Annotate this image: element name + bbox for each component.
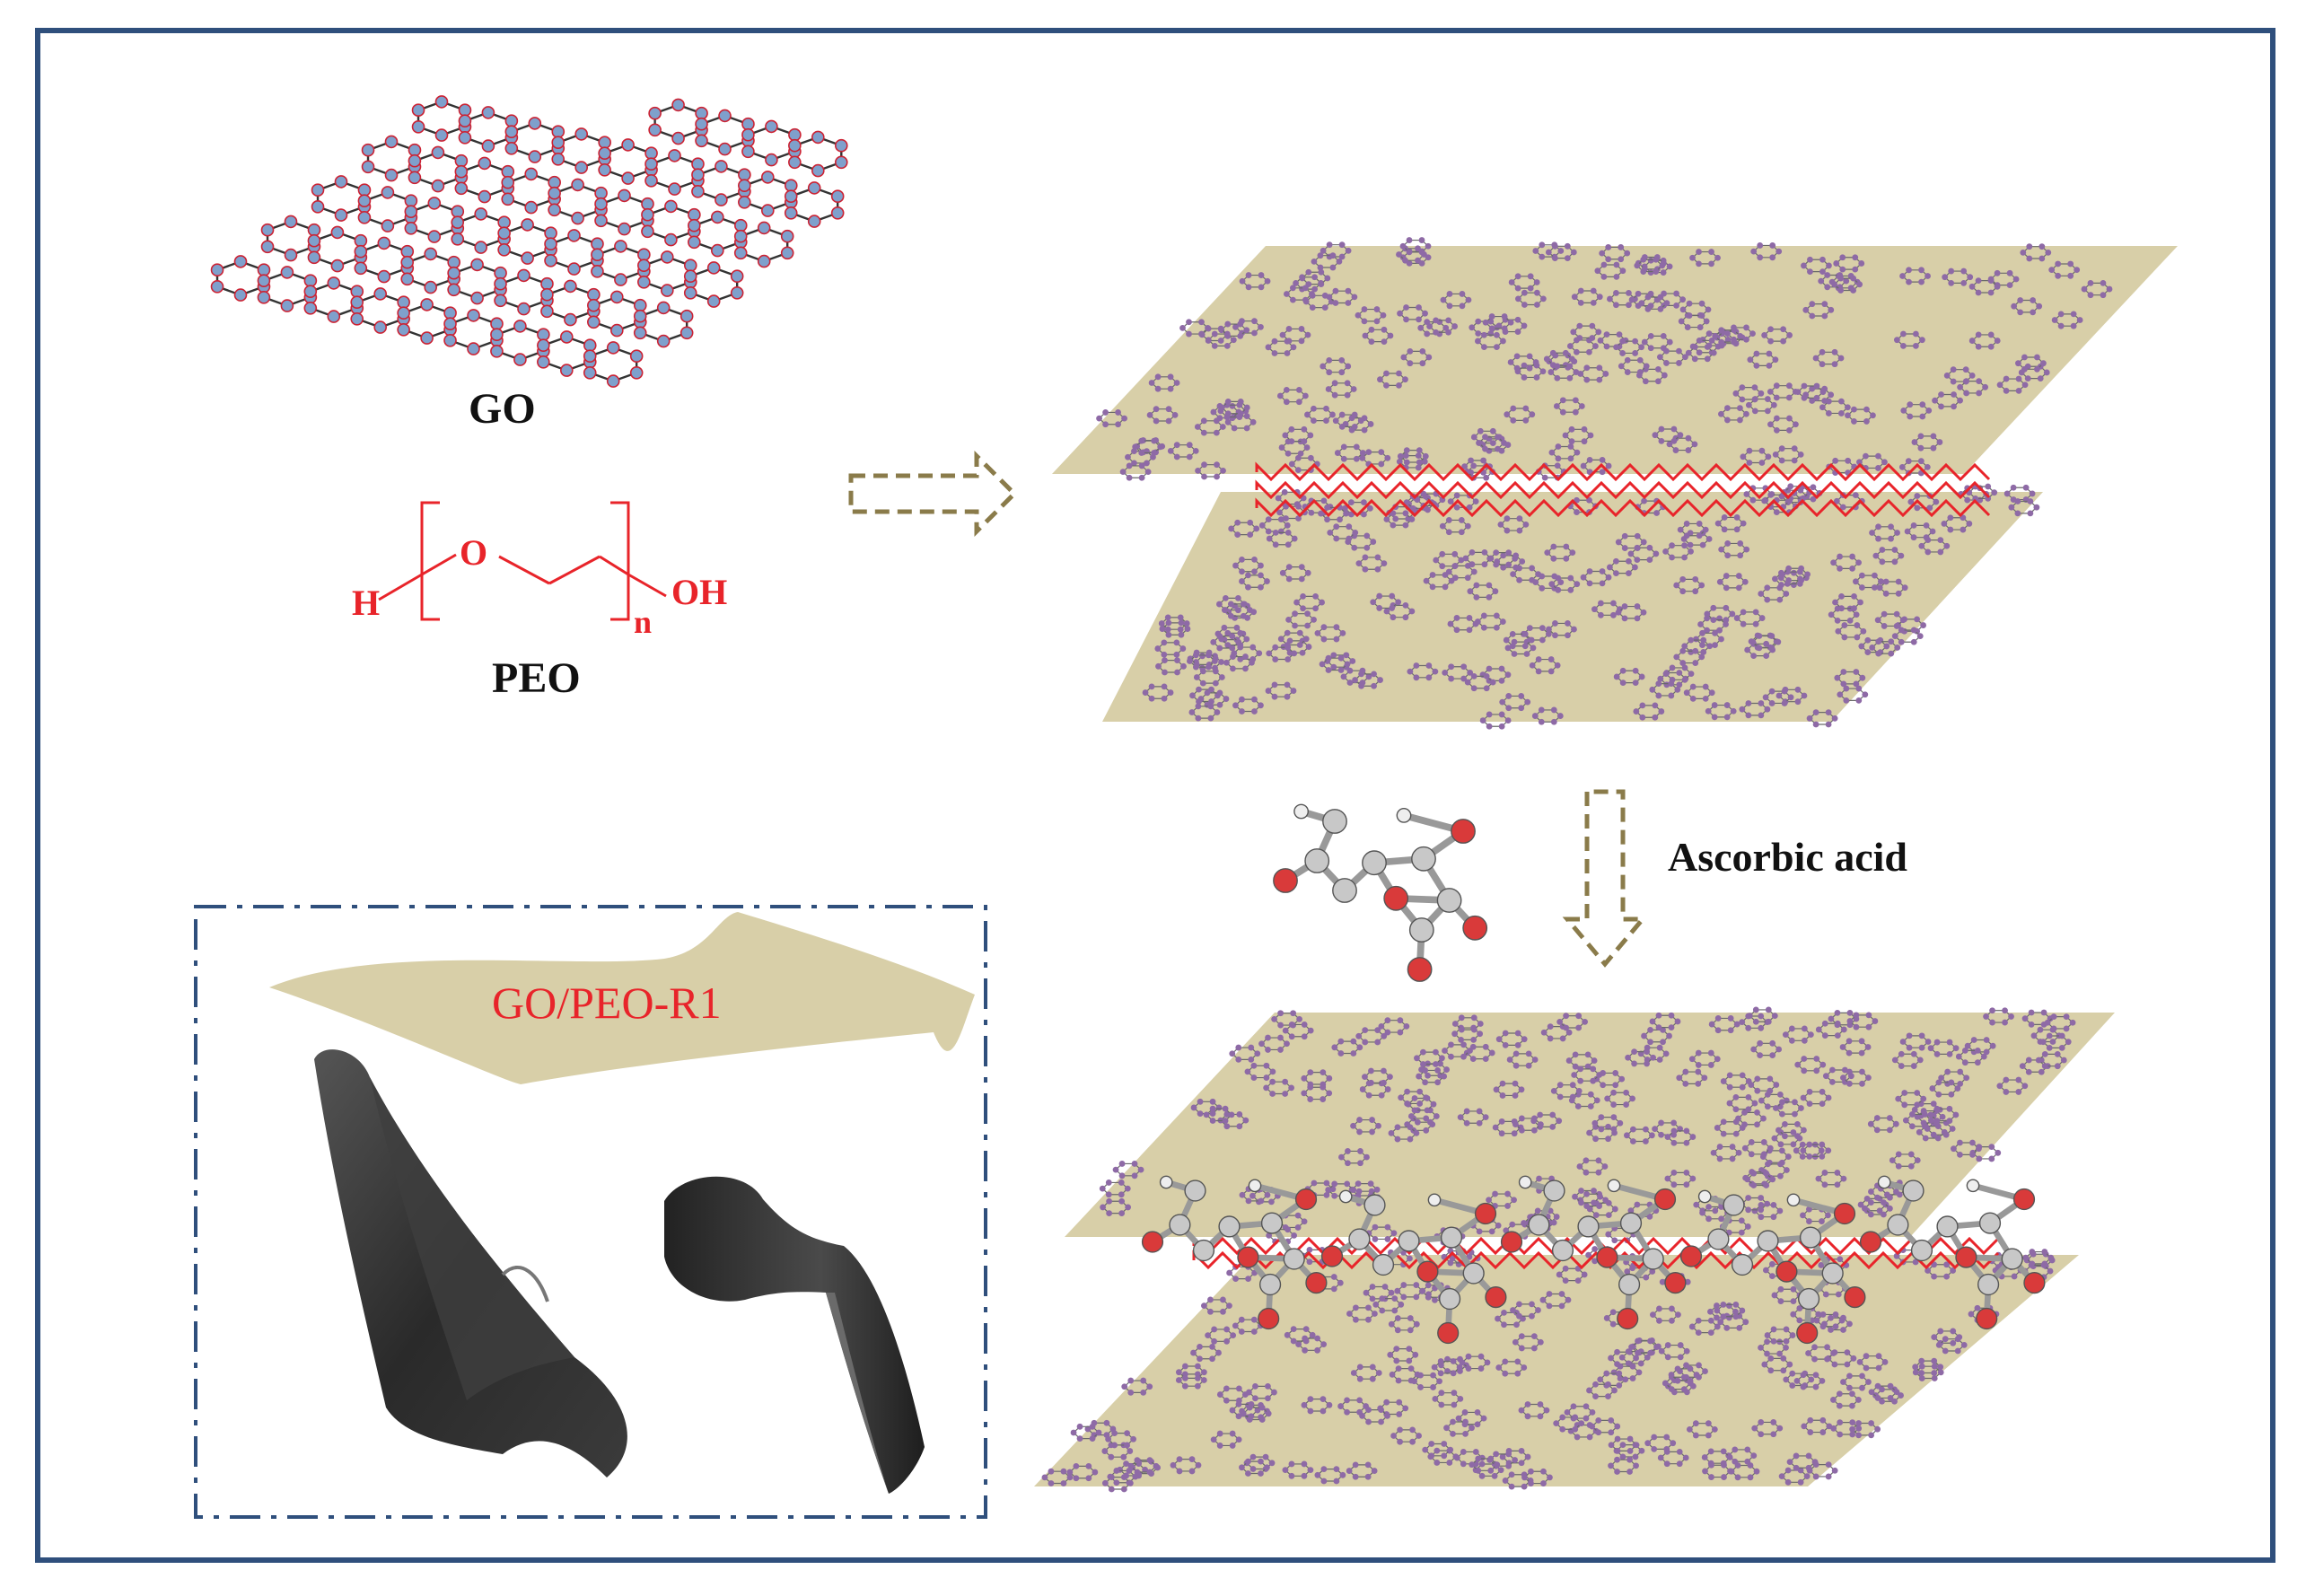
- peo-formula-oh: OH: [671, 572, 728, 612]
- peo-formula-h: H: [352, 583, 381, 623]
- arrow-down-icon: [1562, 789, 1648, 968]
- upper-sheet: [1052, 246, 2178, 474]
- lower-sheet: [1102, 492, 2043, 722]
- ascorbic-acid-label: Ascorbic acid: [1668, 834, 1908, 880]
- outer-frame: [35, 28, 2275, 1563]
- upper-sheet-lattice: [1096, 237, 2113, 481]
- ascorbic-acid-molecule: [1273, 803, 1488, 982]
- peo-label: PEO: [492, 654, 581, 702]
- photo-inset-frame: [194, 905, 987, 1519]
- reduced-upper-lattice: [1099, 1006, 2076, 1246]
- film-photo-rolled: [314, 1049, 627, 1478]
- peo-right-bracket: [610, 501, 630, 621]
- film-photo-bent: [664, 1176, 925, 1494]
- peo-structure: [378, 501, 667, 621]
- peo-formula-n: n: [634, 604, 653, 640]
- ascorbic-acid-row: [1141, 1175, 2046, 1345]
- film-label: GO/PEO-R1: [492, 978, 722, 1028]
- go-label: GO: [469, 385, 536, 433]
- go-peo-stack: [1052, 237, 2178, 730]
- go-molecule: [210, 95, 848, 388]
- peo-left-bracket: [420, 501, 440, 621]
- film-illustration: [269, 912, 975, 1084]
- reduced-stack: [1034, 1006, 2115, 1493]
- peo-chains: [1255, 461, 1991, 518]
- peo-formula-o: O: [460, 532, 488, 573]
- arrow-right-icon: [848, 450, 1018, 538]
